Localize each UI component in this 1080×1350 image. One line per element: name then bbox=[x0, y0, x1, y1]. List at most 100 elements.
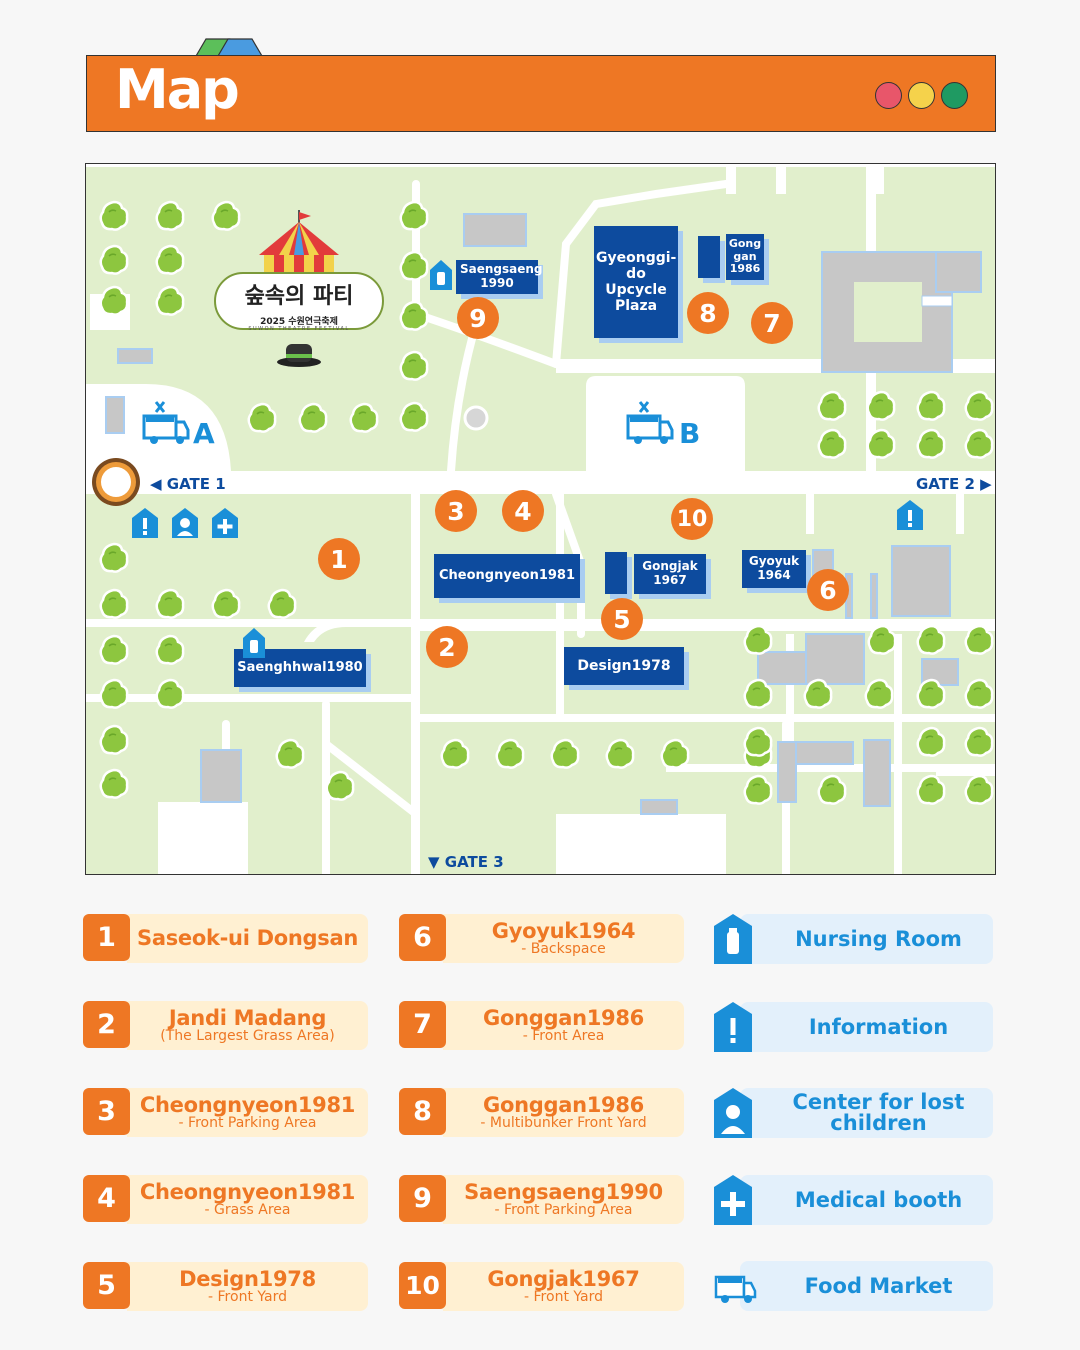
marker-10[interactable]: 10 bbox=[671, 498, 713, 540]
tree-icon bbox=[964, 390, 994, 421]
icon-legend-label: Nursing Room bbox=[795, 926, 962, 951]
legend-label-bar: Cheongnyeon1981- Front Parking Area bbox=[127, 1088, 368, 1137]
legend-label-bar: Gonggan1986- Front Area bbox=[443, 1001, 684, 1050]
tree-icon bbox=[964, 624, 994, 655]
marker-8[interactable]: 8 bbox=[687, 292, 729, 334]
tree-icon bbox=[866, 428, 896, 459]
nursing-room-icon bbox=[714, 914, 752, 964]
food-truck-icon bbox=[714, 1275, 757, 1303]
legend-subtitle: - Front Parking Area bbox=[178, 1115, 317, 1132]
legend-number: 6 bbox=[399, 914, 446, 961]
building-gonggan[interactable]: Gong gan 1986 bbox=[726, 234, 764, 280]
festival-map: 숲속의 파티 2025 수원연극축제 SUWON THEATRE FESTIVA… bbox=[85, 163, 996, 875]
legend-subtitle: - Front Yard bbox=[208, 1289, 287, 1306]
tree-icon bbox=[743, 726, 773, 757]
building-saenghhwal[interactable]: Saenghhwal1980 bbox=[234, 649, 366, 687]
legend-subtitle: - Multibunker Front Yard bbox=[480, 1115, 647, 1132]
building-gyoyuk[interactable]: Gyoyuk 1964 bbox=[742, 550, 806, 588]
tree-icon bbox=[99, 634, 129, 665]
tree-icon bbox=[99, 768, 129, 799]
tree-icon bbox=[803, 678, 833, 709]
legend-number: 7 bbox=[399, 1001, 446, 1048]
tree-icon bbox=[155, 588, 185, 619]
tree-icon bbox=[325, 770, 355, 801]
icon-legend-item[interactable]: Food Market bbox=[712, 1261, 997, 1313]
building-gongjak-a bbox=[605, 552, 627, 594]
tree-icon bbox=[964, 726, 994, 757]
tree-icon bbox=[99, 724, 129, 755]
building-gonggan-a bbox=[698, 236, 720, 278]
tree-icon bbox=[864, 678, 894, 709]
icon-legend-item[interactable]: Information bbox=[712, 1002, 997, 1054]
tree-icon bbox=[916, 390, 946, 421]
tree-icon bbox=[247, 402, 277, 433]
tree-icon bbox=[155, 285, 185, 316]
legend-item-2[interactable]: Jandi Madang(The Largest Grass Area)2 bbox=[83, 999, 368, 1051]
building-upcycle-plaza[interactable]: Gyeonggi-do Upcycle Plaza bbox=[594, 226, 678, 338]
tree-icon bbox=[399, 401, 429, 432]
legend-title: Gonggan1986 bbox=[483, 1006, 644, 1031]
building-gongjak[interactable]: Gongjak 1967 bbox=[634, 554, 706, 594]
tree-icon bbox=[99, 244, 129, 275]
legend-number: 2 bbox=[83, 1001, 130, 1048]
tree-icon bbox=[916, 428, 946, 459]
tree-icon bbox=[550, 738, 580, 769]
legend-title: Cheongnyeon1981 bbox=[139, 1180, 356, 1205]
window-dot-green bbox=[941, 82, 968, 109]
information-icon bbox=[897, 500, 923, 530]
icon-legend-item[interactable]: Center for lost children bbox=[712, 1088, 997, 1140]
tree-icon bbox=[99, 542, 129, 573]
icon-legend-label: Center for lost children bbox=[792, 1090, 965, 1135]
tree-icon bbox=[99, 588, 129, 619]
tree-icon bbox=[743, 624, 773, 655]
tree-icon bbox=[99, 200, 129, 231]
marker-3[interactable]: 3 bbox=[435, 490, 477, 532]
icon-legend-bar: Information bbox=[740, 1002, 993, 1052]
tree-icon bbox=[495, 738, 525, 769]
legend-number: 3 bbox=[83, 1088, 130, 1135]
icon-legend-label: Medical booth bbox=[794, 1187, 963, 1212]
header-bar: Map bbox=[86, 55, 996, 132]
legend-label-bar: Gonggan1986- Multibunker Front Yard bbox=[443, 1088, 684, 1137]
building-design[interactable]: Design1978 bbox=[564, 647, 684, 685]
food-zone-b-label: B bbox=[679, 417, 701, 450]
marker-7[interactable]: 7 bbox=[751, 302, 793, 344]
marker-5[interactable]: 5 bbox=[601, 598, 643, 640]
food-zone-a-label: A bbox=[193, 417, 215, 450]
tree-icon bbox=[916, 726, 946, 757]
tree-icon bbox=[99, 285, 129, 316]
legend-number: 8 bbox=[399, 1088, 446, 1135]
tree-icon bbox=[964, 678, 994, 709]
tree-icon bbox=[867, 624, 897, 655]
gate-1-label: ◀ GATE 1 bbox=[150, 475, 226, 493]
building-saengsaeng[interactable]: Saengsaeng 1990 bbox=[456, 260, 543, 294]
marker-1[interactable]: 1 bbox=[318, 538, 360, 580]
window-dot-yellow bbox=[908, 82, 935, 109]
marker-6[interactable]: 6 bbox=[807, 569, 849, 611]
tree-icon bbox=[267, 588, 297, 619]
marker-2[interactable]: 2 bbox=[426, 626, 468, 668]
icon-legend-item[interactable]: Nursing Room bbox=[712, 914, 997, 966]
tree-icon bbox=[964, 774, 994, 805]
legend-title: Saseok-ui Dongsan bbox=[137, 926, 358, 951]
legend-label-bar: Cheongnyeon1981- Grass Area bbox=[127, 1175, 368, 1224]
tree-icon bbox=[399, 300, 429, 331]
building-cheongnyeon[interactable]: Cheongnyeon1981 bbox=[434, 554, 580, 598]
logo-badge bbox=[214, 272, 384, 330]
page-title: Map bbox=[115, 58, 240, 121]
icon-legend-item[interactable]: Medical booth bbox=[712, 1175, 997, 1227]
window-dot-red bbox=[875, 82, 902, 109]
tree-icon bbox=[275, 738, 305, 769]
marker-4[interactable]: 4 bbox=[502, 490, 544, 532]
marker-9[interactable]: 9 bbox=[457, 297, 499, 339]
icon-legend-bar: Center for lost children bbox=[740, 1088, 993, 1138]
